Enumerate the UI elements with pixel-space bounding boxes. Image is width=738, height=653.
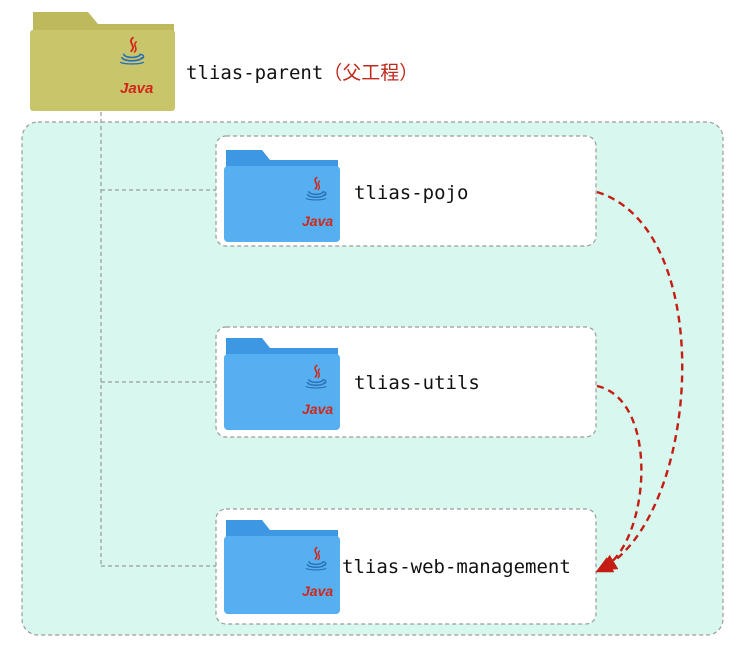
module-label-web-management: tlias-web-management — [342, 556, 571, 578]
web-management-folder-icon[interactable]: Java — [224, 520, 340, 614]
pojo-java-text: Java — [302, 213, 333, 229]
pojo-folder-icon[interactable]: Java — [224, 150, 340, 242]
web-management-java-text: Java — [302, 583, 333, 599]
tree-connectors — [100, 112, 216, 567]
utils-folder-icon[interactable]: Java — [224, 338, 340, 430]
module-label-pojo: tlias-pojo — [354, 182, 469, 204]
arrow-pojo-to-web — [595, 190, 684, 573]
dependency-arrows — [595, 190, 684, 573]
parent-java-text: Java — [120, 80, 153, 97]
parent-note: （父工程） — [323, 62, 419, 84]
parent-folder-icon[interactable]: Java — [30, 12, 175, 111]
parent-label: tlias-parent（父工程） — [186, 64, 418, 83]
utils-java-text: Java — [302, 401, 333, 417]
module-label-utils: tlias-utils — [354, 372, 480, 394]
parent-name: tlias-parent — [186, 62, 324, 84]
